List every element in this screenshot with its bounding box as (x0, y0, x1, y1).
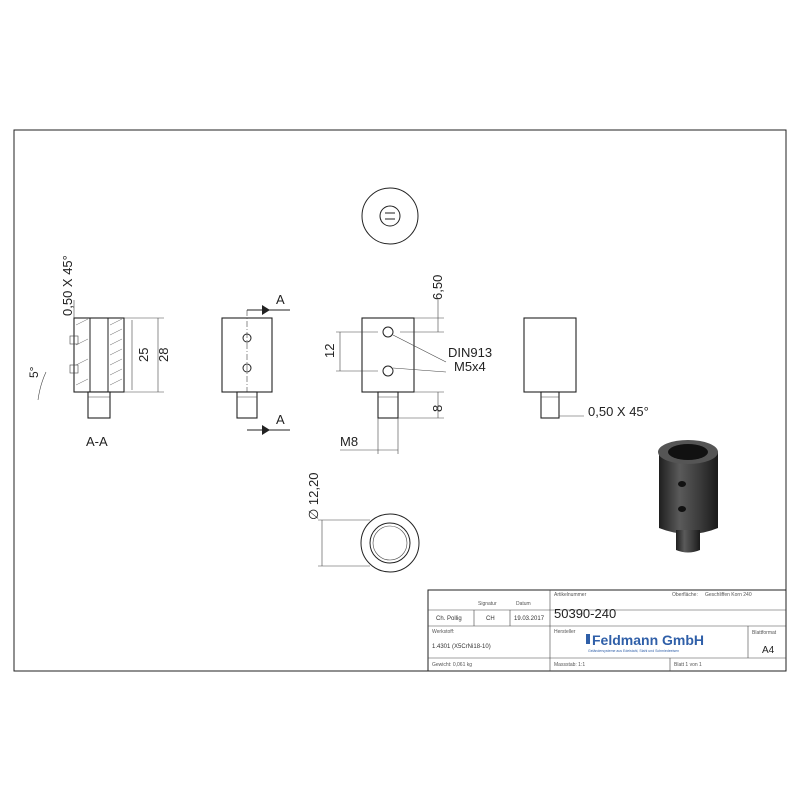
signature: CH (486, 616, 495, 622)
right-view: 0,50 X 45° (523, 317, 649, 419)
side-view: 6,50 12 8 M8 DIN913 M5x4 (322, 275, 492, 454)
section-marker-top: A (276, 292, 285, 307)
val-blattformat: A4 (762, 645, 775, 656)
title-block: Signatur Datum Artikelnummer Oberfläche:… (427, 589, 787, 672)
angle-label: 5° (27, 366, 41, 378)
height-25-label: 25 (136, 348, 151, 362)
screw-label: M5x4 (454, 359, 486, 374)
dim-12-label: 12 (322, 344, 337, 358)
lbl-blattformat: Blattformat (752, 630, 777, 636)
sheet-border (13, 129, 787, 672)
section-view-a-a: 0,50 X 45° 25 28 5° A-A (27, 255, 171, 449)
lbl-massstab: Massstab: 1:1 (554, 662, 585, 668)
lbl-hersteller: Hersteller (554, 629, 576, 635)
drawn-by: Ch. Pollig (436, 616, 462, 622)
lbl-oberflaeche: Oberfläche: (672, 592, 698, 598)
lbl-gewicht: Gewicht: 0,061 kg (432, 662, 472, 668)
section-marker-bottom: A (276, 412, 285, 427)
col-datum: Datum (516, 601, 531, 607)
val-werkstoff: 1.4301 (X5CrNi18-10) (432, 644, 491, 650)
company-subtitle: Geländersysteme aus Edelstahl, Stahl und… (588, 649, 679, 653)
dim-6-50-label: 6,50 (430, 275, 445, 300)
top-view (361, 187, 419, 245)
article-number: 50390-240 (554, 606, 616, 621)
diameter-label: ∅ 12,20 (306, 473, 321, 520)
front-view: A A (221, 292, 290, 435)
lbl-blatt: Blatt 1 von 1 (674, 662, 702, 668)
chamfer-right-label: 0,50 X 45° (588, 404, 649, 419)
thread-m8-label: M8 (340, 434, 358, 449)
lbl-werkstoff: Werkstoff: (432, 629, 454, 635)
chamfer-left-label: 0,50 X 45° (60, 255, 75, 316)
height-28-label: 28 (156, 348, 171, 362)
dim-8-label: 8 (430, 405, 445, 412)
col-signatur: Signatur (478, 601, 497, 607)
bottom-view: ∅ 12,20 (306, 473, 420, 573)
section-label: A-A (86, 434, 108, 449)
part-render-image (658, 440, 718, 553)
feldmann-logo: Feldmann GmbH Geländersysteme aus Edelst… (586, 632, 704, 653)
val-oberflaeche: Geschliffen Korn 240 (705, 592, 752, 598)
date: 19.03.2017 (514, 616, 545, 622)
company-name: Feldmann GmbH (592, 632, 704, 648)
din-label: DIN913 (448, 345, 492, 360)
lbl-artikelnummer: Artikelnummer (554, 592, 587, 598)
